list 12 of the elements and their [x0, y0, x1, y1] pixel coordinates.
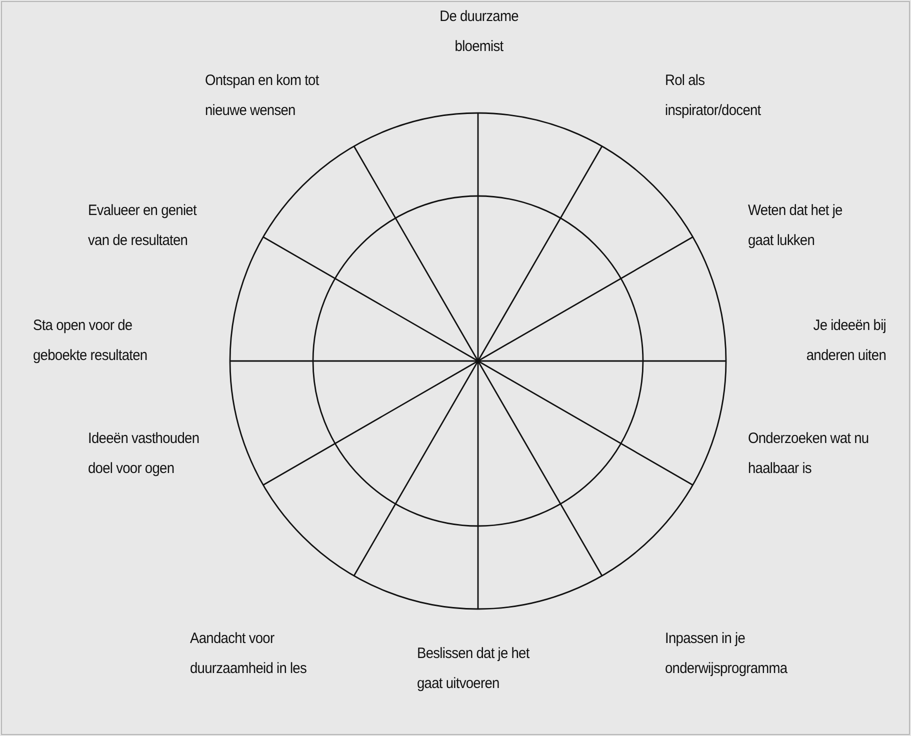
segment-label: Beslissen dat je het gaat uitvoeren	[417, 644, 531, 694]
segment-label: Ideeën vasthouden doel voor ogen	[88, 429, 200, 479]
segment-label: Sta open voor de geboekte resultaten	[33, 316, 148, 366]
segment-label: Rol als inspirator/docent	[665, 71, 762, 121]
segment-label: Ontspan en kom tot nieuwe wensen	[205, 71, 320, 121]
segment-label: De duurzame bloemist	[438, 7, 520, 57]
segment-label: Aandacht voor duurzaamheid in les	[190, 629, 308, 679]
segment-label: Je ideeën bij anderen uiten	[805, 316, 886, 366]
segment-label: Weten dat het je gaat lukken	[748, 201, 844, 251]
segment-label: Onderzoeken wat nu haalbaar is	[748, 429, 870, 479]
segment-label: Inpassen in je onderwijsprogramma	[665, 629, 788, 679]
segment-label: Evalueer en geniet van de resultaten	[88, 201, 198, 251]
